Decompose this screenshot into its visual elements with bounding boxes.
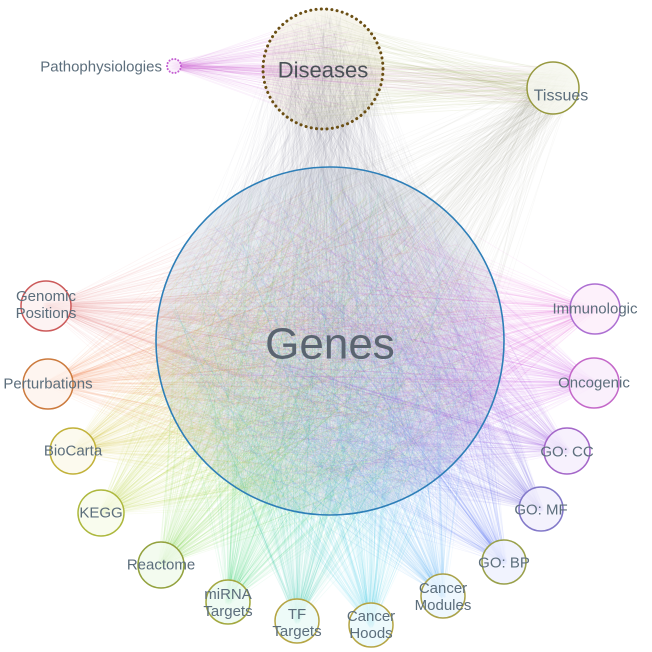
node-perturbations[interactable] xyxy=(22,358,74,410)
node-immunologic[interactable] xyxy=(569,283,621,335)
node-tissues[interactable] xyxy=(526,61,580,115)
label-go_cc: GO: CC xyxy=(540,444,594,461)
diseases-area xyxy=(263,9,383,129)
node-tf_targets[interactable] xyxy=(274,598,320,644)
label-genes: Genes xyxy=(265,320,395,369)
edges-tf_targets-genes xyxy=(167,188,483,625)
edges-immunologic-genes xyxy=(167,200,599,505)
node-diseases[interactable] xyxy=(261,7,385,131)
node-reactome[interactable] xyxy=(137,541,185,589)
label-diseases: Diseases xyxy=(278,58,368,83)
edge-bundles xyxy=(42,12,599,629)
label-immunologic: Immunologic xyxy=(552,301,638,318)
labels: Genes Diseases PathophysiologiesTissuesGen… xyxy=(3,58,638,642)
node-oncogenic[interactable] xyxy=(568,357,620,409)
node-mirna_targets[interactable] xyxy=(205,579,251,625)
edges-oncogenic-genes xyxy=(165,178,598,496)
edges-kegg-genes xyxy=(97,185,497,517)
label-perturbations: Perturbations xyxy=(3,376,92,393)
node-cancer_hoods[interactable] xyxy=(348,602,394,648)
node-kegg[interactable] xyxy=(77,489,125,537)
edges-perturbations-genes xyxy=(44,180,494,504)
genes-area xyxy=(156,167,504,515)
label-oncogenic: Oncogenic xyxy=(558,375,630,392)
edges-mirna_targets-genes xyxy=(180,175,492,606)
edges-cancer_hoods-genes xyxy=(168,180,494,629)
edges-go_cc-genes xyxy=(169,177,571,507)
edges-diseases-genes xyxy=(163,12,491,510)
edges-reactome-genes xyxy=(157,176,492,569)
node-pathophysiologies[interactable] xyxy=(166,58,182,74)
label-go_bp: GO: BP xyxy=(478,555,530,572)
label-kegg: KEGG xyxy=(79,505,122,522)
node-biocarta[interactable] xyxy=(49,427,97,475)
label-go_mf: GO: MF xyxy=(514,502,567,519)
node-go_mf[interactable] xyxy=(518,486,564,532)
node-genomic_positions[interactable] xyxy=(20,280,72,332)
edges-genomic_positions-genes xyxy=(42,181,493,504)
label-tissues: Tissues xyxy=(534,88,589,105)
label-biocarta: BioCarta xyxy=(44,443,103,460)
edges-pathophysiologies-tissues xyxy=(169,61,571,108)
node-cancer_modules[interactable] xyxy=(420,573,466,619)
edges-cancer_modules-genes xyxy=(168,176,489,600)
node-go_bp[interactable] xyxy=(481,539,527,585)
label-reactome: Reactome xyxy=(127,557,195,574)
label-pathophysiologies: Pathophysiologies xyxy=(40,59,162,76)
edges-pathophysiologies-diseases xyxy=(169,18,377,123)
edges-go_mf-genes xyxy=(166,175,545,513)
edges-go_bp-genes xyxy=(169,176,508,566)
edges-tissues-genes xyxy=(179,66,577,498)
node-go_cc[interactable] xyxy=(543,427,591,475)
node-genes[interactable] xyxy=(155,166,505,516)
